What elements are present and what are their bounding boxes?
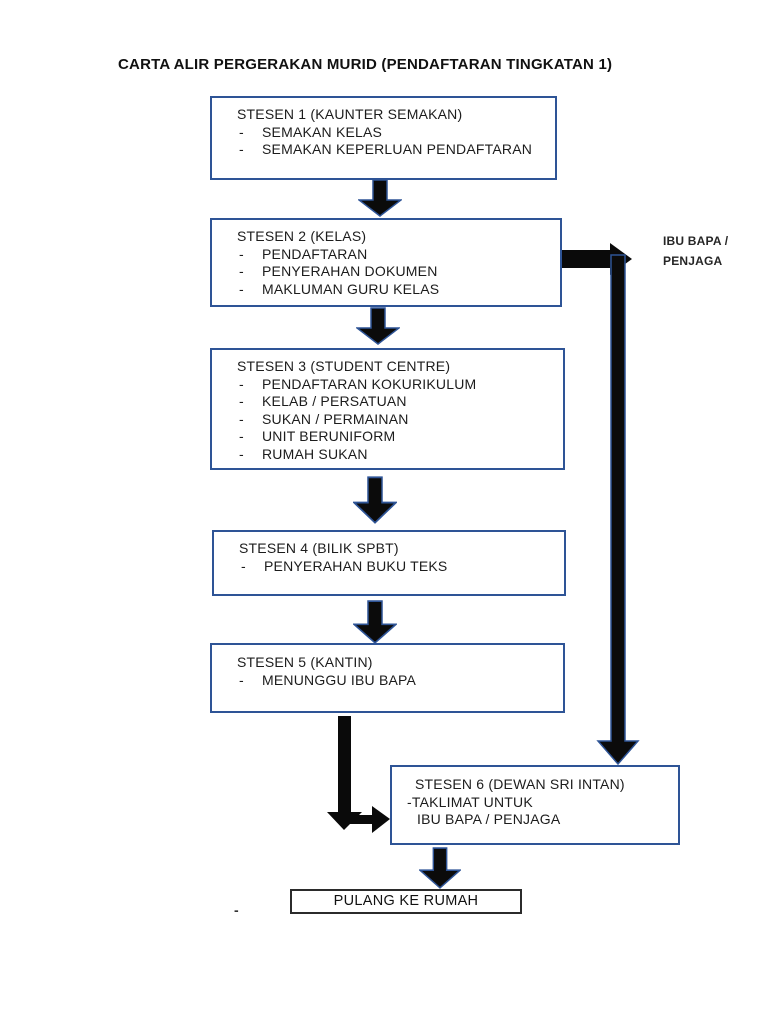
bullet-dash: - [239,141,244,157]
stesen-6-line1: -TAKLIMAT UNTUK [407,793,533,810]
stray-dash: - [234,902,239,918]
bullet-item: - SEMAKAN KELAS [237,124,551,142]
side-label-line1: IBU BAPA / [663,234,729,248]
bullet-text: PENDAFTARAN [262,245,368,262]
bullet-dash: - [239,123,244,140]
down-arrow-icon [419,847,461,889]
stesen-3-box: STESEN 3 (STUDENT CENTRE) - PENDAFTARAN … [210,348,565,470]
bullet-item: - KELAB / PERSATUAN [237,393,559,411]
bullet-item: - PENYERAHAN BUKU TEKS [239,558,560,576]
bullet-text: PENYERAHAN DOKUMEN [262,263,438,279]
bullet-item: - PENYERAHAN DOKUMEN [237,263,556,281]
bullet-dash: - [239,263,244,279]
bullet-item: - SEMAKAN KEPERLUAN PENDAFTARAN [237,141,551,159]
page-title: CARTA ALIR PERGERAKAN MURID (PENDAFTARAN… [118,56,613,73]
bullet-item: - MENUNGGU IBU BAPA [237,672,559,690]
bullet-dash: - [239,410,244,427]
bullet-item: - MAKLUMAN GURU KELAS [237,281,556,299]
bullet-dash: - [239,428,244,444]
bullet-text: PENYERAHAN BUKU TEKS [264,557,448,574]
stesen-3-title: STESEN 3 (STUDENT CENTRE) [237,358,451,374]
bullet-text: PENDAFTARAN KOKURIKULUM [262,375,477,392]
bullet-text: UNIT BERUNIFORM [262,428,396,444]
stesen-5-title: STESEN 5 (KANTIN) [237,654,373,670]
long-down-arrow-icon [596,254,640,766]
down-arrow-icon [356,307,400,345]
bullet-text: SUKAN / PERMAINAN [262,410,409,427]
bullet-dash: - [239,280,244,297]
stesen-6-line2: IBU BAPA / PENJAGA [417,811,561,827]
bullet-text: MAKLUMAN GURU KELAS [262,280,440,297]
elbow-down-right-arrow-icon [327,716,390,833]
bullet-dash: - [239,245,244,262]
down-arrow-icon [353,476,397,524]
stesen-6-box: STESEN 6 (DEWAN SRI INTAN) -TAKLIMAT UNT… [390,765,680,845]
stesen-6-title: STESEN 6 (DEWAN SRI INTAN) [415,776,625,792]
bullet-item: - PENDAFTARAN [237,246,556,264]
end-box-label: PULANG KE RUMAH [333,893,479,909]
bullet-dash: - [239,671,244,688]
side-label-line2: PENJAGA [663,254,723,268]
bullet-item: - RUMAH SUKAN [237,446,559,464]
bullet-text: MENUNGGU IBU BAPA [262,671,417,688]
down-arrow-icon [353,600,397,644]
stesen-2-box: STESEN 2 (KELAS) - PENDAFTARAN - PENYERA… [210,218,562,307]
bullet-dash: - [239,375,244,392]
bullet-dash: - [239,393,244,409]
bullet-item: - UNIT BERUNIFORM [237,428,559,446]
stesen-4-box: STESEN 4 (BILIK SPBT) - PENYERAHAN BUKU … [212,530,566,596]
bullet-text: SEMAKAN KEPERLUAN PENDAFTARAN [262,141,533,157]
bullet-dash: - [239,445,244,462]
stesen-1-box: STESEN 1 (KAUNTER SEMAKAN) - SEMAKAN KEL… [210,96,557,180]
down-arrow-icon [358,179,402,217]
bullet-item: - PENDAFTARAN KOKURIKULUM [237,376,559,394]
bullet-dash: - [241,557,246,574]
stesen-1-title: STESEN 1 (KAUNTER SEMAKAN) [237,106,463,122]
bullet-text: RUMAH SUKAN [262,445,368,462]
side-label-ibu-bapa: IBU BAPA / PENJAGA [663,231,728,271]
bullet-item: - SUKAN / PERMAINAN [237,411,559,429]
stesen-4-title: STESEN 4 (BILIK SPBT) [239,540,399,556]
bullet-text: KELAB / PERSATUAN [262,393,407,409]
bullet-text: SEMAKAN KELAS [262,123,383,140]
end-box: PULANG KE RUMAH [290,889,522,914]
stesen-5-box: STESEN 5 (KANTIN) - MENUNGGU IBU BAPA [210,643,565,713]
stesen-2-title: STESEN 2 (KELAS) [237,228,367,244]
